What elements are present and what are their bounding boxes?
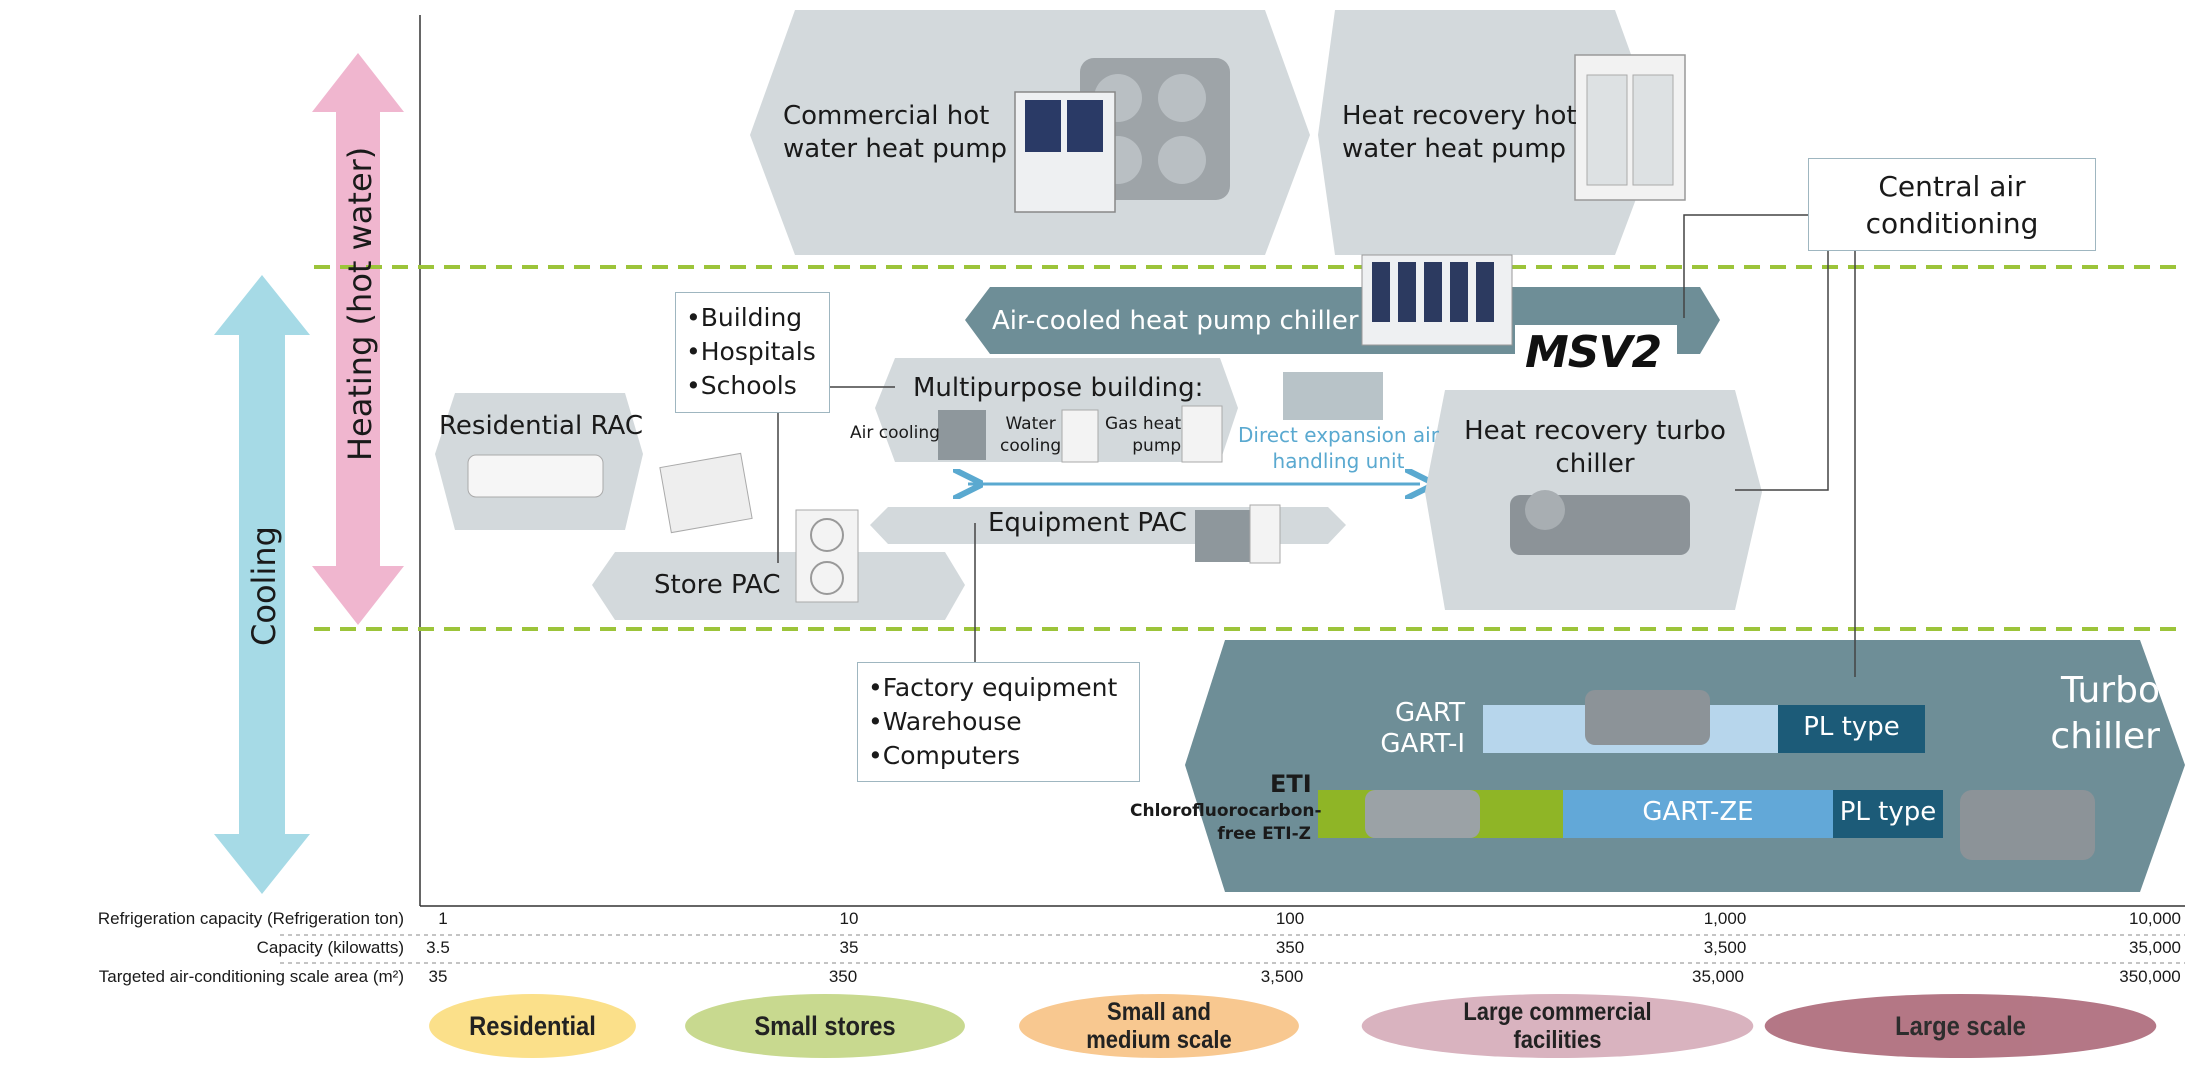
tick-r1-3: 100 (1275, 909, 1305, 928)
tick-r3-4: 35,000 (1692, 967, 1744, 986)
tick-r1-1: 1 (438, 909, 448, 928)
air-cooled-chiller-image (1361, 254, 1513, 346)
air-cooling-label: Air cooling (850, 423, 940, 443)
msv2-logo-box (1515, 325, 1677, 381)
turbo-chiller-right-image (1960, 790, 2095, 860)
gart-label: GART GART-I (1380, 698, 1465, 759)
scale-row-label-2: Capacity (kilowatts) (256, 938, 404, 957)
gas-heat-pump-label: Gas heat pump (1105, 414, 1182, 456)
segment-large-scale: Large scale (1764, 994, 2157, 1058)
store-pac-arrow (592, 552, 965, 620)
tick-r2-1: 3.5 (426, 938, 450, 957)
multipurpose-building-label: Multipurpose building: (913, 373, 1204, 403)
pl-type-label-2: PL type (1839, 797, 1937, 827)
gart-ze-label: GART-ZE (1642, 797, 1754, 827)
tick-r3-2: 350 (828, 967, 858, 986)
tick-r3-3: 3,500 (1260, 967, 1304, 986)
segment-large-commercial: Large commercial facilities (1361, 994, 1754, 1058)
multipurpose-units-image (938, 372, 1383, 463)
hot-water-heat-pump-image (1014, 58, 1230, 213)
commercial-hot-water-label: Commercial hot water heat pump (783, 101, 1008, 164)
building-item-1: •Building (686, 303, 803, 332)
cooling-arrow (214, 275, 310, 894)
residential-rac-label: Residential RAC (439, 411, 643, 441)
tick-r2-2: 35 (839, 938, 859, 957)
central-air-line-2 (1735, 250, 1829, 491)
heating-axis-label: Heating (hot water) (341, 146, 379, 461)
central-air-line-1 (1683, 214, 1810, 318)
heat-recovery-unit-image (1574, 54, 1686, 201)
store-pac-label: Store PAC (654, 570, 781, 600)
turbo-chiller-image (1510, 490, 1690, 555)
heat-recovery-hot-water-label: Heat recovery hot water heat pump (1342, 101, 1577, 164)
tick-r1-5: 10,000 (2129, 909, 2181, 928)
tick-r1-4: 1,000 (1703, 909, 1747, 928)
pl-type-label-1: PL type (1803, 712, 1900, 742)
central-air-label: Central air conditioning (1865, 170, 2039, 240)
gart-ze-bar (1563, 790, 1833, 838)
msv2-logo: MSV2 (1525, 327, 1662, 378)
tick-r3-5: 350,000 (2119, 967, 2181, 986)
eti-chiller-image (1365, 790, 1480, 838)
air-cooled-chiller-label: Air-cooled heat pump chiller (992, 306, 1359, 336)
factory-callout-box: •Factory equipment •Warehouse •Computers (857, 662, 1140, 782)
store-pac-unit-image (795, 509, 859, 603)
tick-r2-5: 35,000 (2129, 938, 2181, 957)
segment-small-stores: Small stores (685, 994, 965, 1058)
equipment-pac-label: Equipment PAC (988, 508, 1187, 538)
eti-z-label: Chlorofluorocarbon- free ETI-Z (1130, 801, 1322, 844)
building-item-2: •Hospitals (686, 337, 816, 366)
gart-chiller-image (1585, 690, 1710, 745)
central-air-box (1808, 158, 2096, 251)
pl-type-bar-1 (1778, 705, 1925, 753)
eti-label: ETI (1270, 770, 1312, 798)
tick-r2-4: 3,500 (1703, 938, 1747, 957)
residential-rac-image (467, 452, 753, 534)
direct-expansion-label: Direct expansion air handling unit (1238, 423, 1439, 473)
factory-item-1: •Factory equipment (868, 673, 1118, 702)
tick-r2-3: 350 (1275, 938, 1305, 957)
cooling-axis-label: Cooling (245, 526, 283, 646)
water-cooling-label: Water cooling (1000, 414, 1062, 456)
factory-item-2: •Warehouse (868, 707, 1022, 736)
heating-arrow (312, 53, 404, 625)
segment-small-medium: Small and medium scale (1019, 994, 1299, 1058)
heat-recovery-turbo-label: Heat recovery turbo chiller (1464, 416, 1726, 479)
segment-residential: Residential (429, 994, 636, 1058)
factory-item-3: •Computers (868, 741, 1021, 770)
building-item-3: •Schools (686, 371, 797, 400)
turbo-chiller-label: Turbo chiller (2050, 670, 2160, 757)
building-callout-box: •Building •Hospitals •Schools (675, 292, 830, 413)
tick-r1-2: 10 (839, 909, 859, 928)
scale-row-label-1: Refrigeration capacity (Refrigeration to… (97, 909, 404, 928)
pl-type-bar-2 (1833, 790, 1943, 838)
tick-r3-1: 35 (428, 967, 448, 986)
scale-row-label-3: Targeted air-conditioning scale area (m²… (98, 967, 404, 986)
